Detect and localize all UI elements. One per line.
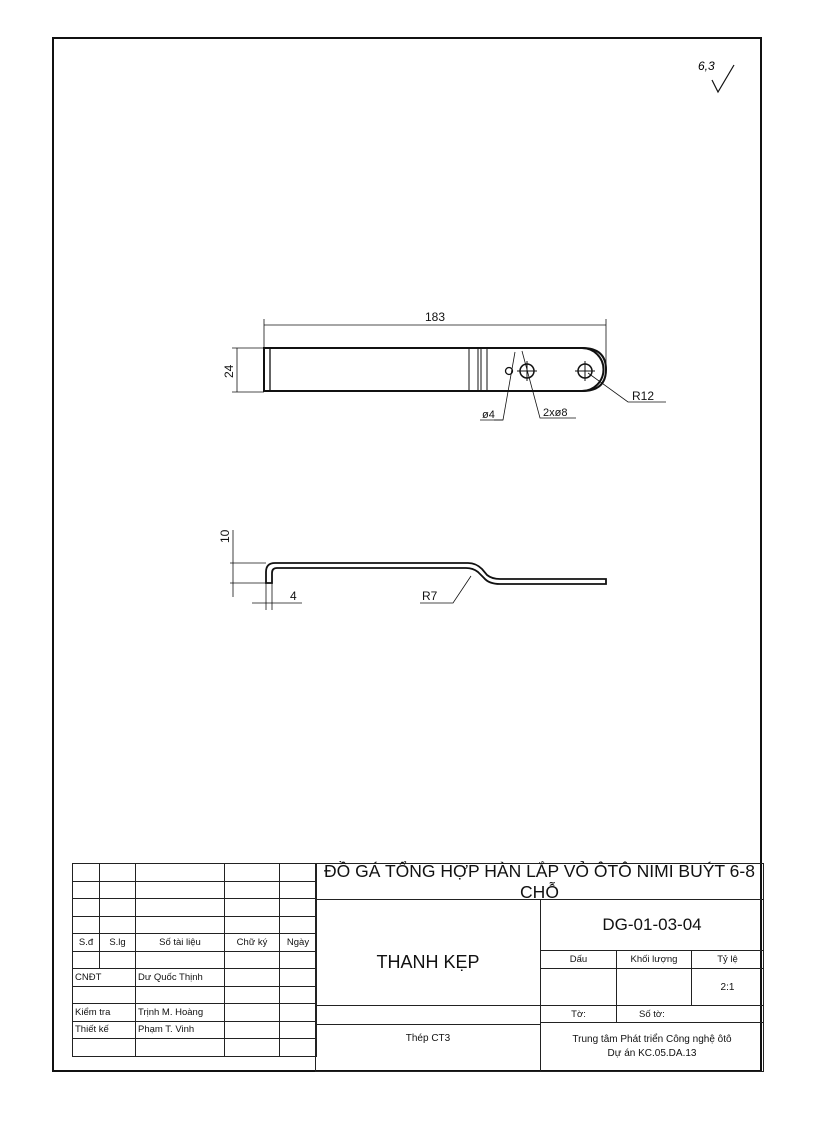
col-sd: S.đ: [72, 933, 100, 952]
sheets-label: Số tờ:: [616, 1005, 764, 1023]
roughness-value: 6,3: [698, 59, 715, 73]
col-slg: S.lg: [99, 933, 136, 952]
revision-table: S.đ S.lg Số tài liệu Chữ ký Ngày CNĐT Dư…: [72, 863, 317, 1057]
role-label: [72, 985, 136, 1004]
mass-cell: [616, 968, 692, 1006]
height-dimension: 10: [218, 529, 232, 543]
role-label: [72, 1038, 136, 1057]
thickness-dimension: 4: [290, 589, 297, 603]
stamp-label: Dấu: [540, 950, 617, 969]
stamp-cell: [540, 968, 617, 1006]
organization-cell: Trung tâm Phát triển Công nghệ ôtô Dự án…: [540, 1022, 764, 1072]
scale-value: 2:1: [691, 968, 764, 1006]
organization: Trung tâm Phát triển Công nghệ ôtô: [572, 1034, 732, 1045]
project-title: ĐỒ GÁ TỔNG HỢP HÀN LẮP VỎ ÔTÔ NIMI BUÝT …: [315, 861, 764, 902]
surface-roughness-symbol: 6,3: [698, 59, 735, 94]
role-name: [135, 1038, 225, 1057]
role-label: Kiểm tra: [72, 1003, 136, 1022]
scale-label: Tỷ lệ: [691, 950, 764, 969]
end-radius-label: R12: [632, 389, 654, 403]
length-dimension: 183: [425, 310, 445, 324]
material: Thép CT3: [315, 1005, 541, 1072]
role-label: CNĐT: [72, 968, 136, 987]
drawing-number: DG-01-03-04: [540, 899, 764, 951]
role-row: [72, 985, 317, 1004]
role-row: [72, 1038, 317, 1057]
role-name: Phạm T. Vinh: [135, 1020, 225, 1039]
role-row: Thiết kế Phạm T. Vinh: [72, 1020, 317, 1039]
width-dimension: 24: [222, 364, 236, 378]
holes-label: 2xø8: [543, 407, 567, 419]
col-date: Ngày: [279, 933, 317, 952]
top-view: [232, 319, 666, 421]
role-label: Thiết kế: [72, 1020, 136, 1039]
role-name: [135, 985, 225, 1004]
side-view: [230, 530, 607, 610]
bend-radius-label: R7: [422, 589, 438, 603]
role-name: Dư Quốc Thịnh: [135, 968, 225, 987]
role-row: CNĐT Dư Quốc Thịnh: [72, 968, 317, 987]
project-code: Dự án KC.05.DA.13: [607, 1048, 697, 1059]
role-name: Trịnh M. Hoàng: [135, 1003, 225, 1022]
title-block: S.đ S.lg Số tài liệu Chữ ký Ngày CNĐT Dư…: [72, 861, 764, 1072]
col-signature: Chữ ký: [224, 933, 280, 952]
mass-label: Khối lượng: [616, 950, 692, 969]
role-row: Kiểm tra Trịnh M. Hoàng: [72, 1003, 317, 1022]
col-doc-no: Số tài liệu: [135, 933, 225, 952]
small-hole-label: ø4: [482, 409, 495, 421]
sheet-label: Tờ:: [540, 1005, 617, 1023]
